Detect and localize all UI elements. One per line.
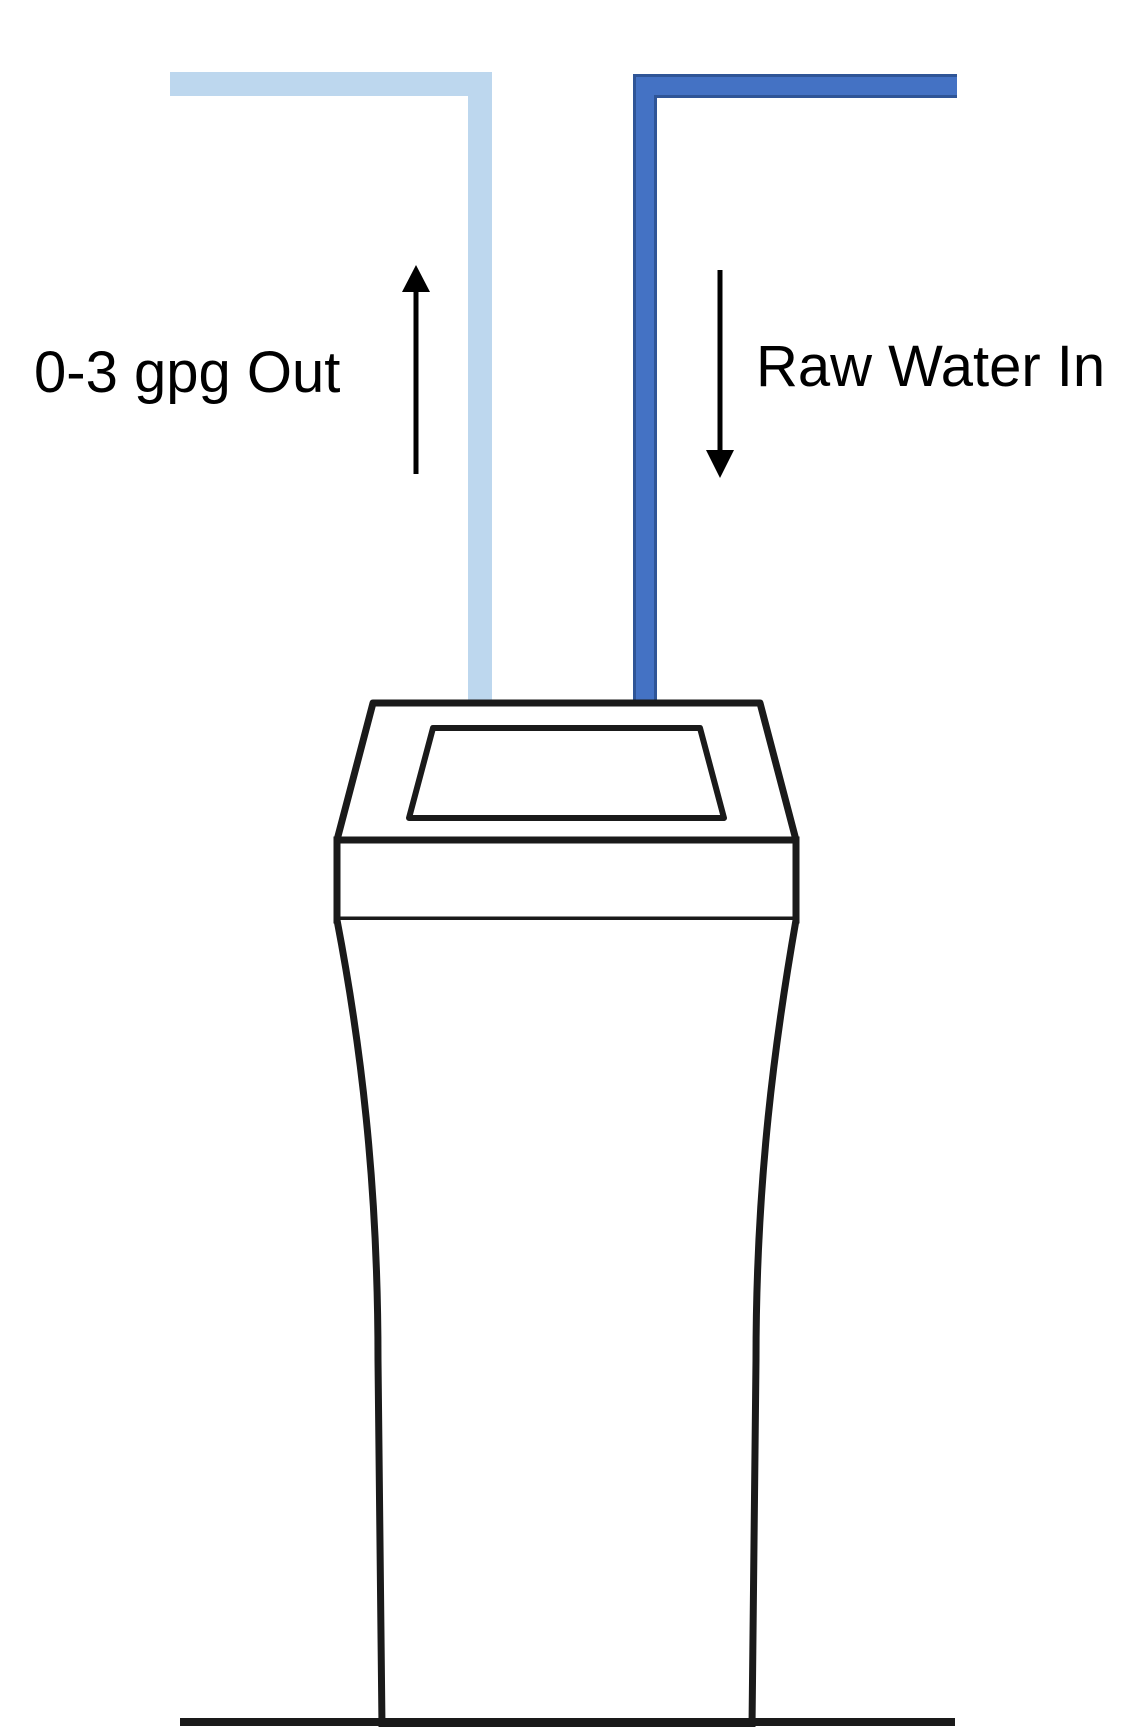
control-panel bbox=[406, 725, 727, 821]
softener-tank bbox=[333, 919, 800, 1727]
outlet-label: 0-3 gpg Out bbox=[34, 340, 341, 405]
inlet-label: Raw Water In bbox=[756, 334, 1106, 399]
outlet-pipe bbox=[170, 72, 492, 700]
softener-collar bbox=[333, 836, 800, 924]
arrow-up-icon bbox=[402, 265, 430, 474]
arrow-down-icon bbox=[706, 270, 734, 478]
inlet-pipe bbox=[636, 77, 957, 700]
